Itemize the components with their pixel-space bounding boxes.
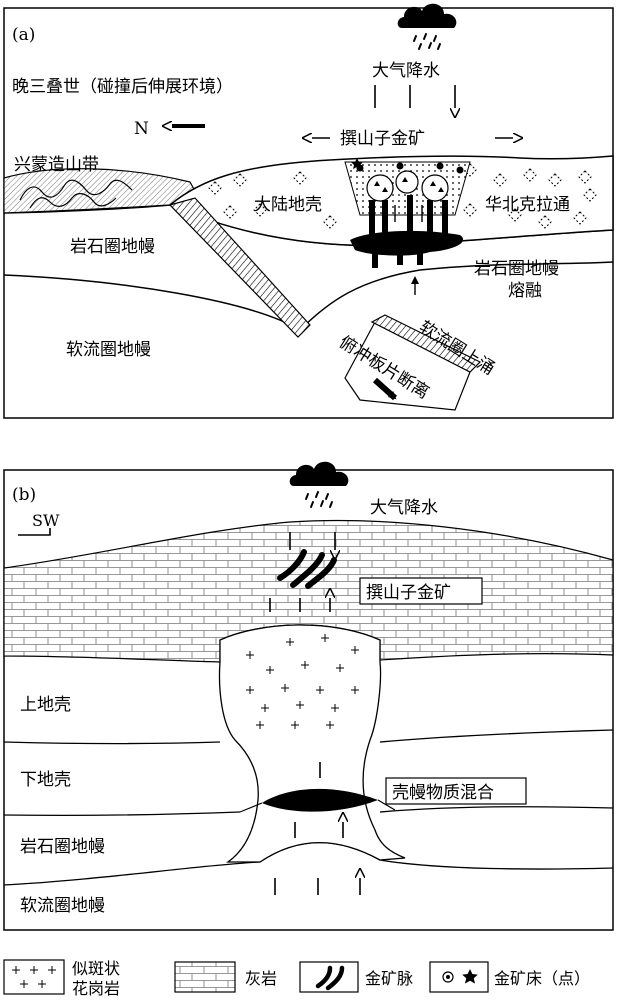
legend-limestone-swatch: [174, 961, 236, 993]
panel-a-tag: (a): [12, 25, 35, 45]
legend-vein-icon: [315, 965, 345, 991]
folded-strata: [19, 179, 133, 209]
upper-crust-label: 上地壳: [20, 695, 71, 715]
slab-sink-arrow: [372, 377, 398, 401]
melt-roots: [372, 252, 423, 268]
legend-orebody-circle-icon: [442, 971, 454, 983]
subducting-slab: [168, 197, 311, 338]
legend-porphyry-label-1: 似斑状: [72, 959, 120, 978]
asth-mantle-label-b: 软流圈地幔: [20, 896, 105, 916]
lithosphere-asthenosphere-boundary: [3, 261, 614, 331]
legend-vein-label: 金矿脉: [365, 969, 413, 988]
mantle-melt: [350, 230, 464, 256]
asth-mantle-label-a: 软流圈地幔: [66, 340, 151, 360]
deposit-label-b: 撰山子金矿: [366, 583, 451, 603]
limestone-layer: [3, 519, 614, 663]
legend-orebody-star-icon: [462, 969, 478, 984]
lith-mantle-melt-label-2: 熔融: [508, 281, 542, 301]
upward-arrows: [394, 205, 423, 295]
upward-arrows-crust: [294, 762, 343, 838]
lith-mantle-label-a: 岩石圈地幔: [70, 237, 155, 257]
upward-arrows-limestone: [269, 598, 330, 612]
ore-veins: [277, 549, 337, 589]
north-label: N: [134, 119, 149, 139]
continental-crust-label: 大陆地壳: [254, 195, 322, 215]
rain-label-b: 大气降水: [370, 498, 438, 518]
lith-mantle-label-b: 岩石圈地幔: [20, 837, 105, 857]
xingmeng-label: 兴蒙造山带: [14, 155, 99, 175]
legend-porphyry-swatch: [3, 959, 65, 995]
legend-orebody-label: 金矿床（点）: [494, 969, 590, 988]
mixing-lens: [262, 788, 378, 812]
panel-a: (a) 晚三叠世（碰撞后伸展环境） N 大气降水 撰山子金矿 兴蒙造山带 大陆地…: [3, 2, 614, 419]
deposit-label-a: 撰山子金矿: [340, 129, 425, 149]
sw-arrow: [18, 528, 51, 536]
moho-b: [3, 806, 614, 817]
legend-porphyry-label-2: 花岗岩: [72, 979, 120, 998]
lith-mantle-melt-label-1: 岩石圈地幔: [474, 259, 559, 279]
panel-b-tag: (b): [12, 485, 36, 505]
deposit-label-box: [359, 577, 483, 605]
huabei-label: 华北克拉通: [485, 195, 570, 215]
detached-slab: [344, 314, 482, 411]
rain-arrows: [374, 85, 455, 108]
intrusion-complex: [344, 158, 471, 250]
legend-orebody-swatch: [429, 961, 489, 993]
sw-label: SW: [32, 511, 60, 530]
rain-label-a: 大气降水: [372, 61, 440, 81]
lower-crust-label: 下地壳: [20, 770, 71, 790]
period-label: 晚三叠世（碰撞后伸展环境）: [12, 77, 233, 97]
panel-b: (b) SW 大气降水 撰山子金矿 上地壳 下地壳 壳幔物质混合 岩石圈地幔 软…: [3, 460, 614, 931]
upward-arrows-asthenosphere: [274, 878, 360, 895]
legend: 似斑状 花岗岩 灰岩 金矿脉 金矿床（点）: [3, 959, 590, 998]
mixing-label: 壳幔物质混合: [392, 783, 494, 803]
mixing-lens-tails: [239, 799, 396, 813]
legend-limestone-label: 灰岩: [245, 969, 277, 988]
mixing-label-box: [385, 777, 527, 805]
upper-lower-crust-boundary: [3, 729, 614, 745]
rain-arrows-b: [289, 532, 335, 550]
